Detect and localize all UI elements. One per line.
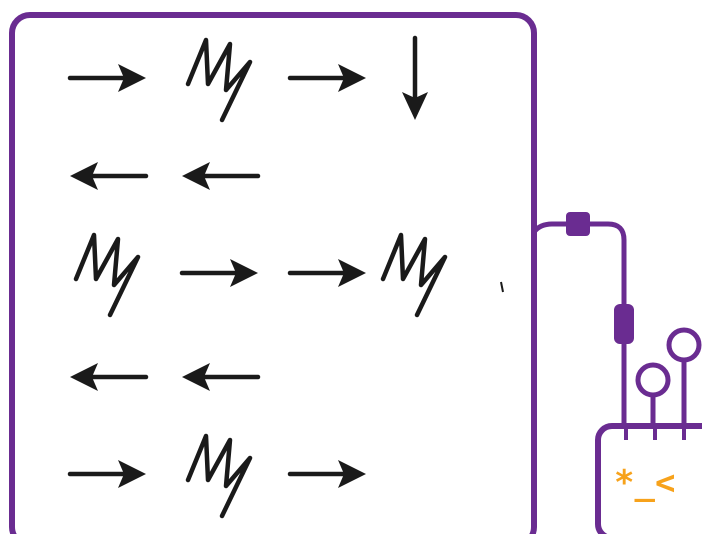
zigzag-icon	[185, 37, 253, 123]
instruction-grid	[67, 35, 448, 519]
robot-head	[595, 423, 702, 534]
left-arrow	[70, 162, 149, 190]
connector-cable	[531, 212, 634, 431]
right-arrow	[287, 460, 366, 488]
cable-clip	[614, 304, 634, 344]
right-arrow	[287, 64, 366, 92]
robot-face: *_<	[614, 463, 675, 503]
robot-antenna-left	[635, 362, 671, 398]
left-arrow	[182, 162, 261, 190]
left-arrow	[182, 363, 261, 391]
zigzag-icon	[380, 232, 448, 318]
robot: *_<	[595, 327, 702, 534]
right-arrow	[67, 64, 146, 92]
right-arrow	[179, 259, 258, 287]
left-arrow	[70, 363, 149, 391]
right-arrow	[287, 259, 366, 287]
partial-arrow-mark	[500, 281, 504, 293]
program-panel	[9, 12, 537, 534]
robot-antenna-right	[666, 327, 702, 363]
right-arrow	[67, 460, 146, 488]
cable-plug	[566, 212, 590, 236]
down-arrow	[402, 35, 428, 120]
zigzag-icon	[185, 433, 253, 519]
zigzag-icon	[73, 232, 141, 318]
